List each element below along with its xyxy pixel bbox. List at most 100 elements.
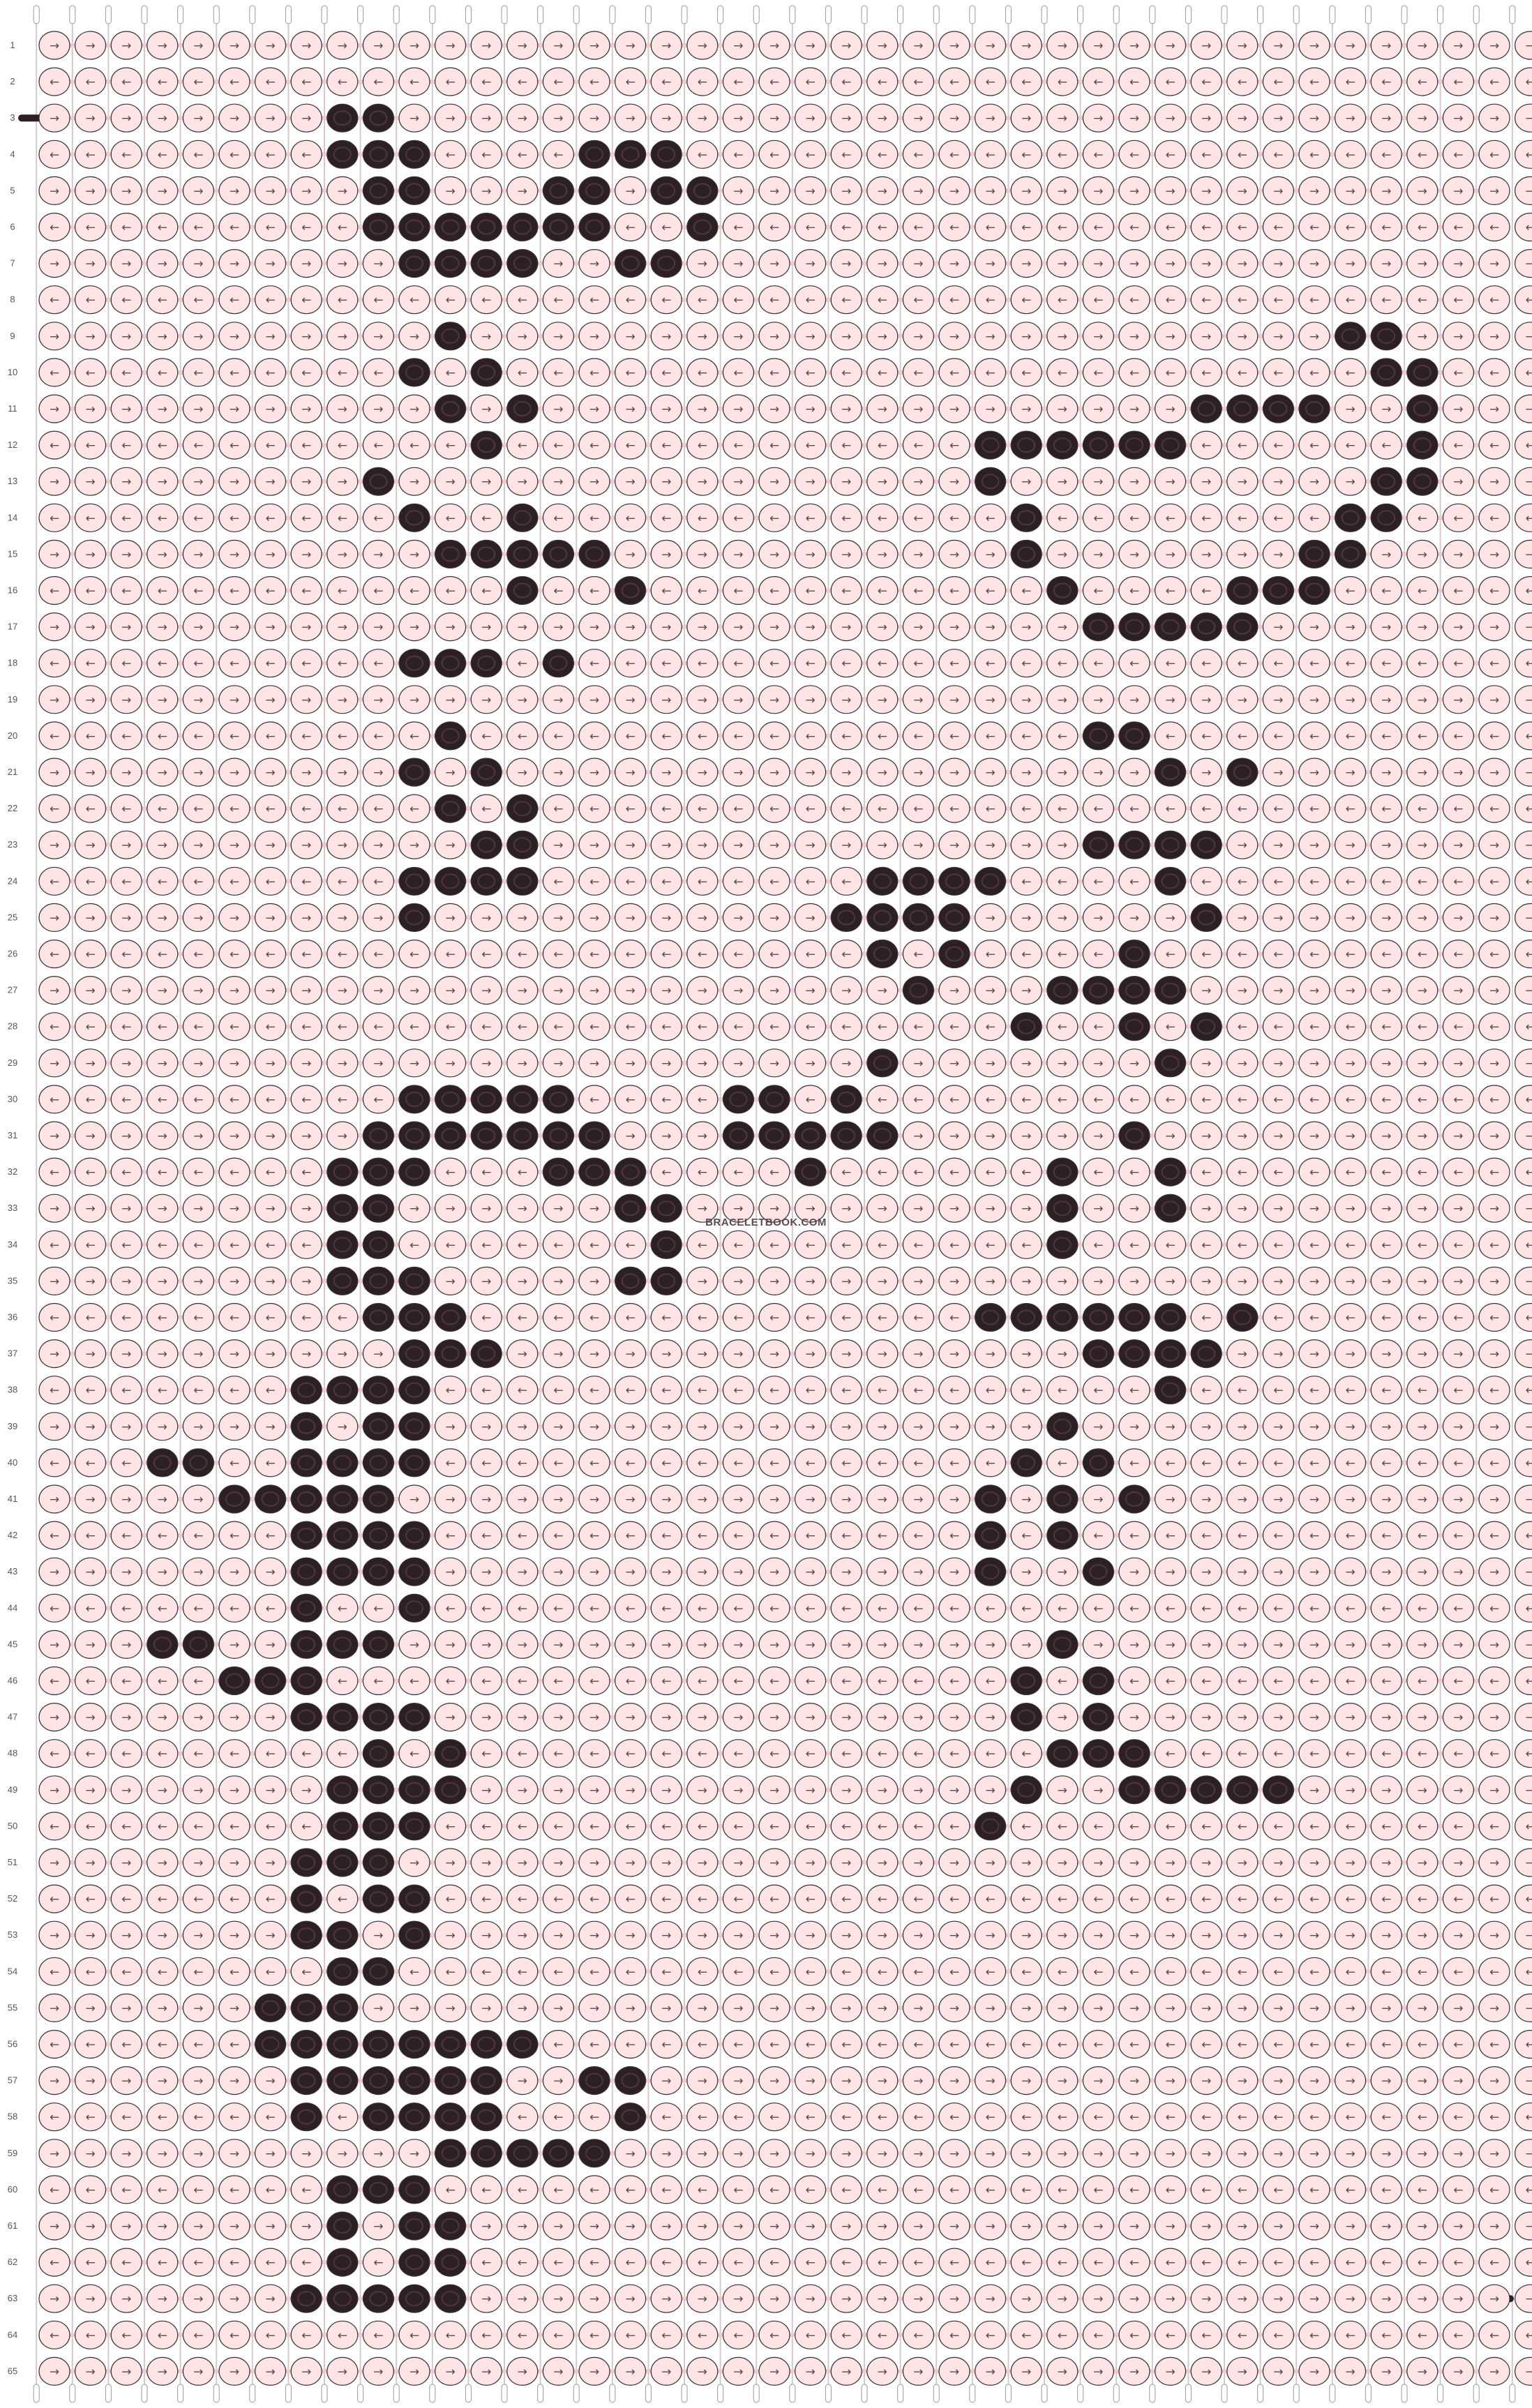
knot[interactable]: → bbox=[650, 1484, 682, 1514]
knot[interactable]: → bbox=[1226, 176, 1259, 205]
knot[interactable]: ← bbox=[218, 2248, 250, 2277]
knot[interactable]: → bbox=[614, 1775, 647, 1805]
knot[interactable]: → bbox=[686, 1339, 719, 1369]
knot[interactable]: ← bbox=[1515, 1012, 1532, 1041]
knot[interactable]: → bbox=[938, 1703, 970, 1732]
knot[interactable]: → bbox=[75, 539, 107, 569]
knot[interactable]: → bbox=[722, 467, 755, 496]
knot[interactable]: ← bbox=[1298, 503, 1330, 532]
knot[interactable]: ← bbox=[1262, 1739, 1295, 1768]
knot[interactable]: → bbox=[686, 1557, 719, 1586]
knot[interactable]: ← bbox=[938, 794, 970, 823]
knot[interactable]: → bbox=[110, 903, 142, 933]
knot[interactable]: ← bbox=[75, 503, 107, 532]
knot[interactable]: → bbox=[1406, 1121, 1439, 1150]
knot[interactable]: → bbox=[974, 1920, 1007, 1950]
knot-dark[interactable] bbox=[362, 1266, 395, 1296]
knot-dark[interactable] bbox=[434, 539, 467, 569]
knot[interactable]: → bbox=[290, 1266, 322, 1296]
knot[interactable]: → bbox=[902, 1775, 935, 1805]
knot[interactable]: ← bbox=[1226, 503, 1259, 532]
knot[interactable]: ← bbox=[398, 1739, 430, 1768]
knot[interactable]: ← bbox=[1190, 939, 1222, 969]
knot[interactable]: → bbox=[686, 2066, 719, 2095]
knot[interactable]: → bbox=[542, 1484, 575, 1514]
knot[interactable]: → bbox=[1442, 31, 1474, 60]
knot-dark[interactable] bbox=[398, 2211, 430, 2241]
knot[interactable]: ← bbox=[147, 1230, 179, 1259]
knot[interactable]: ← bbox=[1442, 1666, 1474, 1696]
knot-dark[interactable] bbox=[1082, 612, 1115, 642]
knot-dark[interactable] bbox=[326, 1266, 359, 1296]
knot[interactable]: → bbox=[614, 467, 647, 496]
knot[interactable]: → bbox=[1262, 1557, 1295, 1586]
knot[interactable]: ← bbox=[147, 1012, 179, 1041]
knot[interactable]: ← bbox=[866, 1593, 899, 1623]
knot[interactable]: ← bbox=[75, 140, 107, 169]
knot[interactable]: → bbox=[398, 1993, 430, 2022]
knot[interactable]: → bbox=[830, 1194, 862, 1223]
knot[interactable]: ← bbox=[1370, 1302, 1402, 1332]
knot[interactable]: → bbox=[1154, 176, 1187, 205]
knot[interactable]: → bbox=[974, 1266, 1007, 1296]
knot[interactable]: → bbox=[830, 2139, 862, 2168]
knot[interactable]: → bbox=[147, 830, 179, 859]
knot[interactable]: → bbox=[506, 758, 539, 787]
knot[interactable]: → bbox=[182, 1412, 214, 1441]
knot[interactable]: ← bbox=[938, 1376, 970, 1405]
knot[interactable]: → bbox=[218, 176, 250, 205]
knot[interactable]: → bbox=[1442, 1266, 1474, 1296]
knot[interactable]: → bbox=[974, 1121, 1007, 1150]
knot[interactable]: ← bbox=[722, 939, 755, 969]
knot[interactable]: ← bbox=[794, 1521, 827, 1550]
knot[interactable]: ← bbox=[1370, 285, 1402, 315]
knot[interactable]: ← bbox=[1478, 1376, 1510, 1405]
knot[interactable]: ← bbox=[1154, 140, 1187, 169]
knot[interactable]: → bbox=[1442, 1630, 1474, 1659]
knot[interactable]: ← bbox=[1370, 2029, 1402, 2059]
knot[interactable]: → bbox=[578, 1848, 610, 1877]
knot[interactable]: → bbox=[1298, 1920, 1330, 1950]
knot[interactable]: → bbox=[722, 1339, 755, 1369]
knot[interactable]: → bbox=[1370, 975, 1402, 1005]
knot[interactable]: ← bbox=[1082, 649, 1115, 678]
knot[interactable]: ← bbox=[1226, 1012, 1259, 1041]
knot[interactable]: → bbox=[1442, 1048, 1474, 1078]
knot-dark[interactable] bbox=[434, 2066, 467, 2095]
knot[interactable]: → bbox=[1082, 1484, 1115, 1514]
knot[interactable]: → bbox=[1262, 1920, 1295, 1950]
knot-dark[interactable] bbox=[290, 2066, 322, 2095]
knot[interactable]: ← bbox=[722, 1666, 755, 1696]
knot[interactable]: ← bbox=[794, 503, 827, 532]
knot-dark[interactable] bbox=[290, 1557, 322, 1586]
knot[interactable]: ← bbox=[1442, 67, 1474, 96]
knot[interactable]: ← bbox=[1478, 2175, 1510, 2204]
knot[interactable]: → bbox=[75, 2139, 107, 2168]
knot[interactable]: → bbox=[1226, 1848, 1259, 1877]
knot[interactable]: ← bbox=[686, 1230, 719, 1259]
knot[interactable]: ← bbox=[182, 140, 214, 169]
knot[interactable]: → bbox=[1298, 467, 1330, 496]
knot[interactable]: → bbox=[830, 2211, 862, 2241]
knot[interactable]: ← bbox=[758, 212, 790, 242]
knot[interactable]: → bbox=[326, 1339, 359, 1369]
knot-dark[interactable] bbox=[398, 1448, 430, 1477]
knot[interactable]: ← bbox=[147, 1376, 179, 1405]
knot[interactable]: ← bbox=[218, 1448, 250, 1477]
knot[interactable]: → bbox=[830, 1339, 862, 1369]
knot[interactable]: ← bbox=[1010, 1157, 1042, 1187]
knot[interactable]: → bbox=[1118, 1920, 1150, 1950]
knot[interactable]: ← bbox=[182, 1521, 214, 1550]
knot-dark[interactable] bbox=[542, 1121, 575, 1150]
knot[interactable]: → bbox=[758, 903, 790, 933]
knot-dark[interactable] bbox=[290, 1593, 322, 1623]
knot[interactable]: ← bbox=[938, 358, 970, 387]
knot-dark[interactable] bbox=[830, 1121, 862, 1150]
knot[interactable]: ← bbox=[1010, 794, 1042, 823]
knot[interactable]: ← bbox=[830, 1448, 862, 1477]
knot[interactable]: ← bbox=[1190, 140, 1222, 169]
knot[interactable]: ← bbox=[686, 2029, 719, 2059]
knot[interactable]: → bbox=[542, 1194, 575, 1223]
knot[interactable]: → bbox=[1190, 322, 1222, 351]
knot[interactable]: → bbox=[1370, 903, 1402, 933]
